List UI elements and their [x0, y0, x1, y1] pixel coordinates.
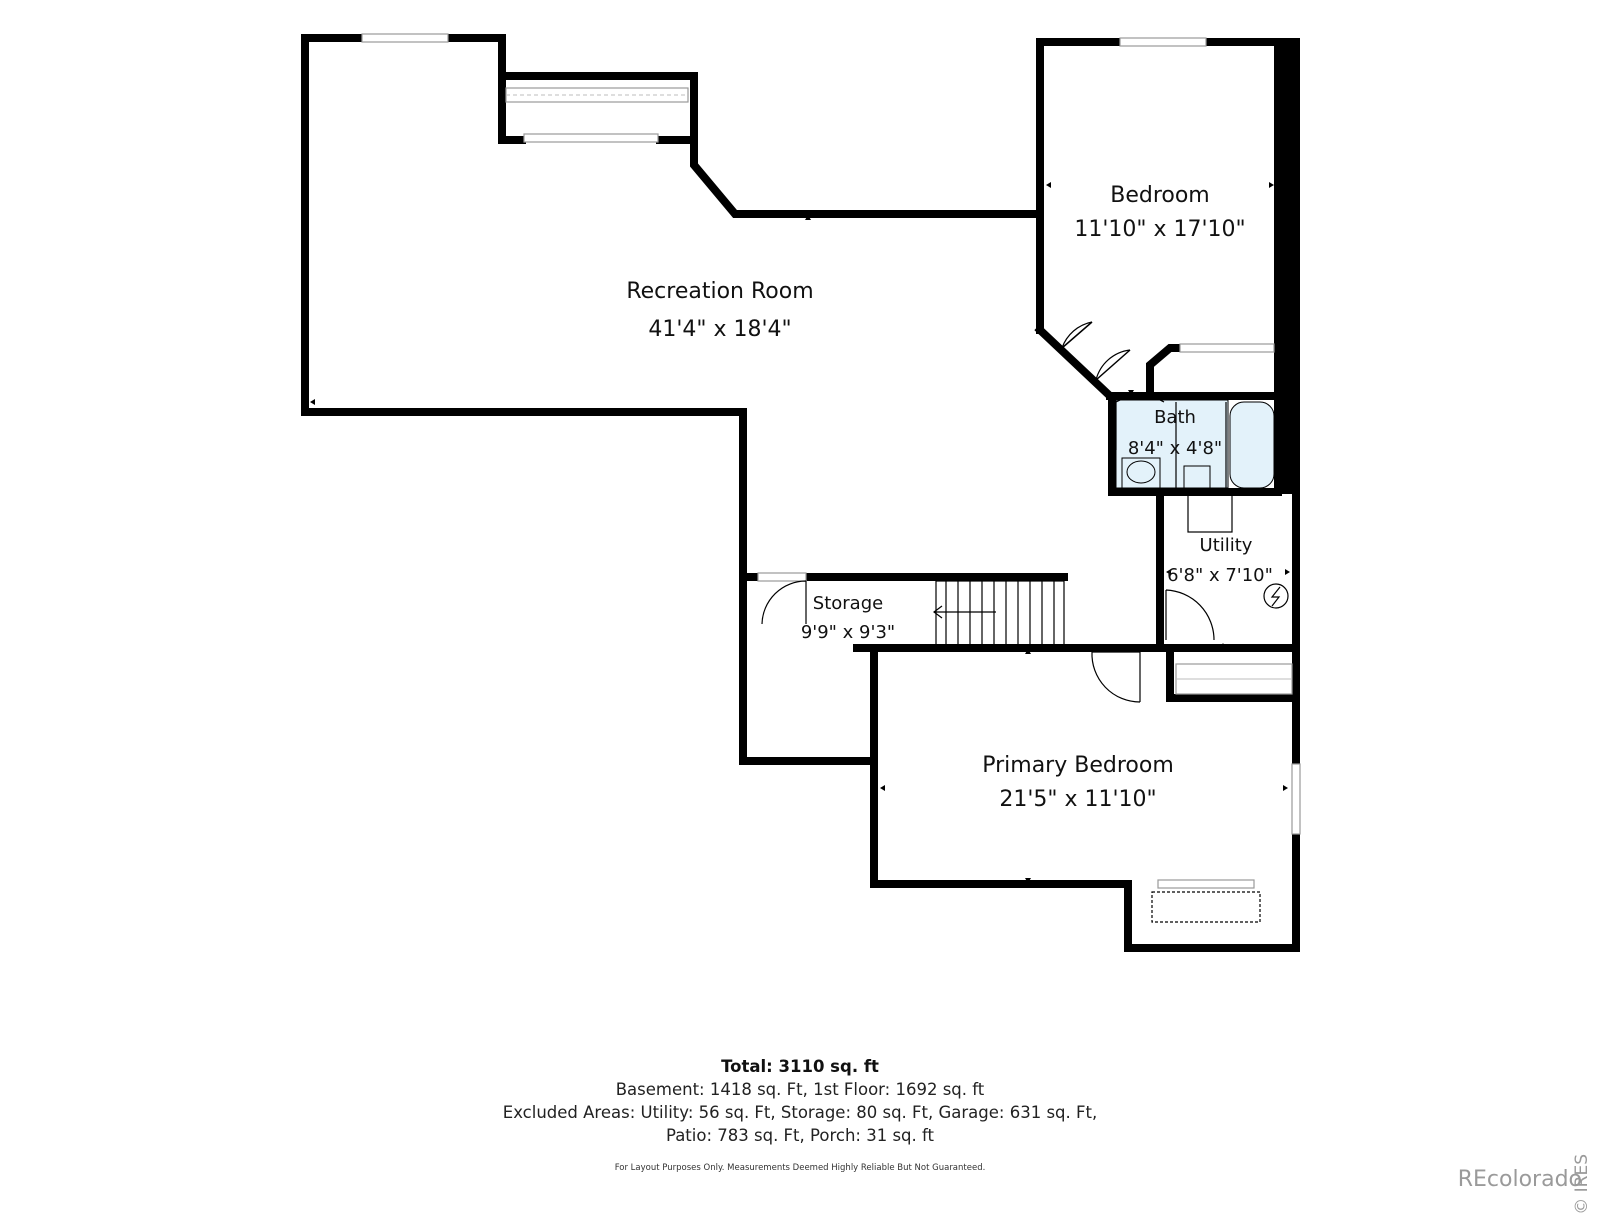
label-bath-dims: 8'4" x 4'8": [1128, 438, 1222, 459]
electric-panel-icon: [1263, 583, 1289, 609]
label-bath-name: Bath: [1154, 407, 1196, 428]
utility-door: [1165, 589, 1215, 641]
toilet: [1183, 465, 1211, 489]
label-recreation-name: Recreation Room: [626, 279, 813, 304]
label-recreation-dims: 41'4" x 18'4": [648, 317, 791, 342]
label-primary-dims: 21'5" x 11'10": [999, 787, 1156, 812]
label-primary-name: Primary Bedroom: [982, 753, 1174, 778]
window-primary-east: [1291, 763, 1301, 835]
primary-door: [1091, 651, 1141, 703]
east-wall-block: [1274, 38, 1300, 494]
label-bedroom-name: Bedroom: [1110, 183, 1210, 208]
summary-total: Total: 3110 sq. ft: [721, 1057, 879, 1076]
label-bedroom-dims: 11'10" x 17'10": [1074, 217, 1245, 242]
water-heater-box: [1187, 491, 1233, 533]
summary-line-1: Basement: 1418 sq. Ft, 1st Floor: 1692 s…: [615, 1080, 985, 1099]
window-well: [1151, 891, 1261, 923]
window-recreation-top: [361, 33, 449, 43]
bedroom-door: [1061, 321, 1131, 381]
stairs: [933, 580, 1065, 646]
storage-door-frame: [757, 572, 807, 582]
dimension-ticks: [310, 182, 1290, 883]
label-storage-name: Storage: [813, 593, 883, 614]
disclaimer: For Layout Purposes Only. Measurements D…: [614, 1163, 986, 1173]
area-summary: Total: 3110 sq. ft Basement: 1418 sq. Ft…: [0, 1055, 1600, 1147]
summary-line-2: Excluded Areas: Utility: 56 sq. Ft, Stor…: [502, 1103, 1098, 1122]
bath-door: [1115, 395, 1165, 450]
recolorado-watermark: REcolorado: [1457, 1167, 1582, 1192]
label-storage-dims: 9'9" x 9'3": [801, 622, 895, 643]
window-bedroom-top: [1119, 37, 1207, 47]
floor-plan: Recreation Room 41'4" x 18'4" Bedroom 11…: [301, 33, 1301, 952]
closet-door-bedroom: [1179, 343, 1275, 353]
utility-walls: [1156, 488, 1300, 654]
bathtub: [1229, 401, 1275, 489]
label-utility-dims: 6'8" x 7'10": [1167, 565, 1273, 586]
sink: [1126, 460, 1156, 484]
storage-door: [761, 580, 807, 625]
window-primary-south: [1157, 879, 1255, 889]
lightning-icon: [1270, 586, 1281, 607]
summary-line-3: Patio: 783 sq. Ft, Porch: 31 sq. ft: [665, 1126, 935, 1145]
bay-window: [505, 87, 689, 143]
label-utility-name: Utility: [1200, 535, 1253, 556]
recreation-room-walls: [301, 34, 1044, 765]
bath-fixtures: [1121, 401, 1275, 489]
primary-bedroom-walls: [870, 644, 1300, 952]
